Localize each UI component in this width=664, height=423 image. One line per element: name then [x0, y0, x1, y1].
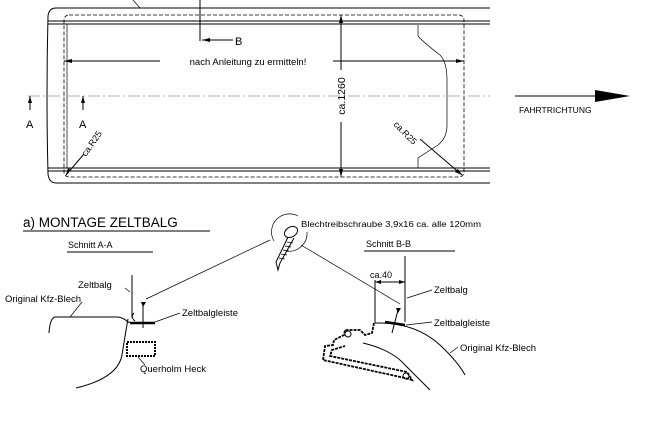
sheet-metal-bb [374, 322, 466, 376]
vehicle-outline [46, 7, 490, 184]
section-aa-title: Schnitt A-A [68, 240, 113, 250]
sheet-metal-aa [48, 316, 156, 334]
plan-view: nach Anleitung zu ermitteln! ca.1260 ca.… [26, 0, 630, 184]
label-querholm: Querholm Heck [140, 364, 206, 375]
section-b: B [235, 36, 242, 48]
dimension-bb: ca.40 [370, 270, 392, 280]
screw-detail: Blechtreibschraube 3,9x16 ca. alle 120mm [145, 213, 481, 305]
length-dimension: nach Anleitung zu ermitteln! [190, 57, 307, 68]
radius-right: ca.R25 [392, 119, 419, 146]
roof-contour [417, 25, 448, 168]
section-aa: a) MONTAGE ZELTBALG Schnitt A-A Zeltbalg… [5, 215, 238, 389]
label-blech-aa: Original Kfz-Blech [5, 294, 81, 305]
label-leiste-bb: Zeltbalgleiste [434, 318, 490, 329]
section-a-right: A [79, 119, 87, 131]
section-bb-title: Schnitt B-B [366, 239, 411, 249]
section-a-left: A [26, 119, 34, 131]
screw-icon [283, 225, 299, 239]
screw-mark-aa [141, 302, 146, 307]
label-zeltbalg-bb: Zeltbalg [434, 285, 468, 296]
direction-arrow-icon [595, 90, 630, 102]
label-zeltbalg-aa: Zeltbalg [78, 280, 112, 291]
radius-left: ca.R25 [79, 129, 104, 158]
detail-circle [271, 213, 308, 252]
profile-bb [321, 322, 415, 382]
section-bb: Schnitt B-B ca.40 Zeltbalg Zeltbalgleist… [321, 239, 536, 391]
label-leiste-aa: Zeltbalgleiste [182, 308, 238, 319]
label-blech-bb: Original Kfz-Blech [460, 343, 536, 354]
heading: a) MONTAGE ZELTBALG [23, 215, 178, 230]
width-dimension: ca.1260 [336, 77, 348, 115]
crossmember [126, 341, 156, 357]
direction-label: FAHRTRICHTUNG [519, 105, 592, 115]
roof-opening-outline [63, 14, 465, 178]
screw-mark-bb [396, 308, 401, 313]
screw-label: Blechtreibschraube 3,9x16 ca. alle 120mm [301, 220, 481, 229]
